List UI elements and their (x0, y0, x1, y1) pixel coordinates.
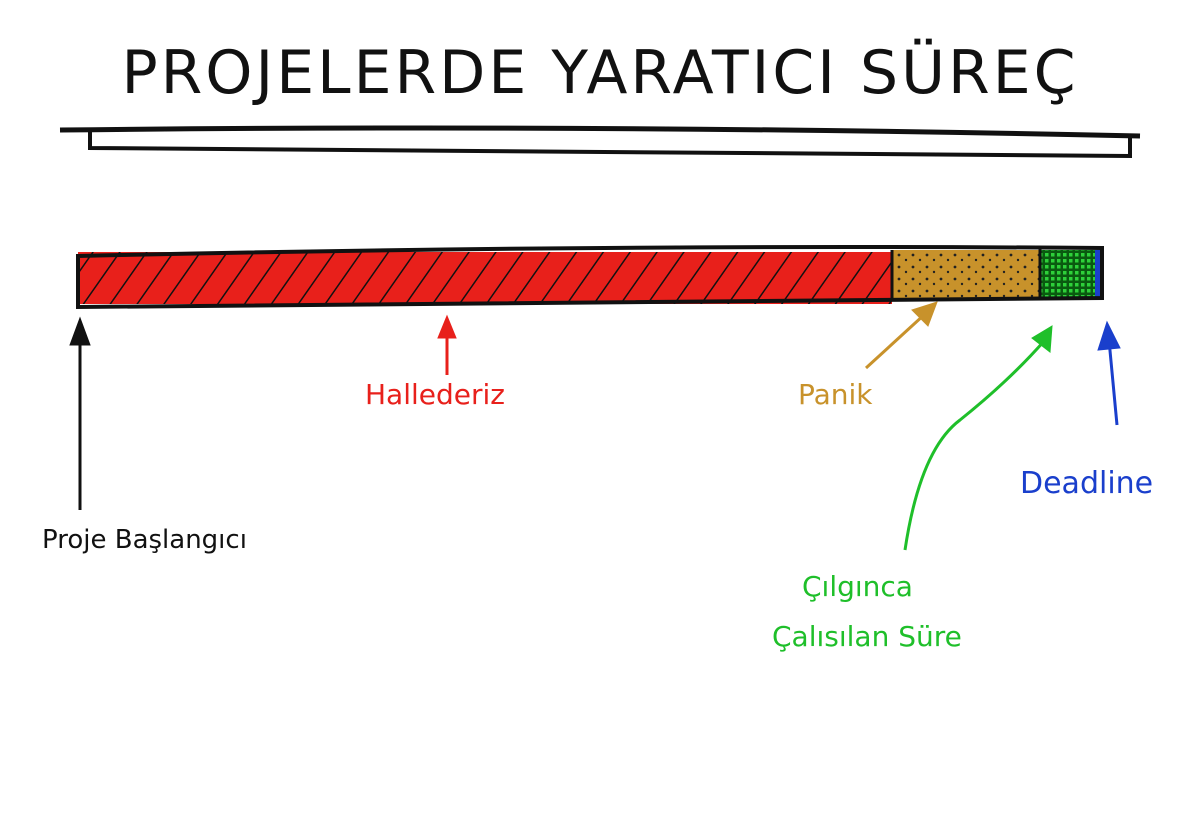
arrow-hallederiz (437, 314, 457, 375)
label-hallederiz: Hallederiz (365, 378, 505, 411)
label-deadline: Deadline (1020, 466, 1154, 501)
segment-panik (892, 250, 1040, 298)
timeline-bar (76, 245, 1104, 310)
label-cilginca-line2: Çalısılan Süre (772, 620, 962, 653)
arrow-cilginca (903, 325, 1053, 551)
segment-hallederiz (78, 252, 892, 304)
segment-cilginca (1040, 250, 1095, 298)
arrow-panik (864, 301, 938, 370)
arrow-deadline (1097, 320, 1121, 426)
label-start: Proje Başlangıcı (42, 525, 247, 555)
title-underline (59, 125, 1141, 159)
page-title: PROJELERDE YARATICI SÜREÇ (121, 38, 1079, 108)
label-panik: Panik (798, 378, 873, 411)
segment-deadline (1095, 250, 1102, 298)
label-cilginca-line1: Çılgınca (802, 570, 913, 603)
arrow-start (69, 316, 91, 510)
